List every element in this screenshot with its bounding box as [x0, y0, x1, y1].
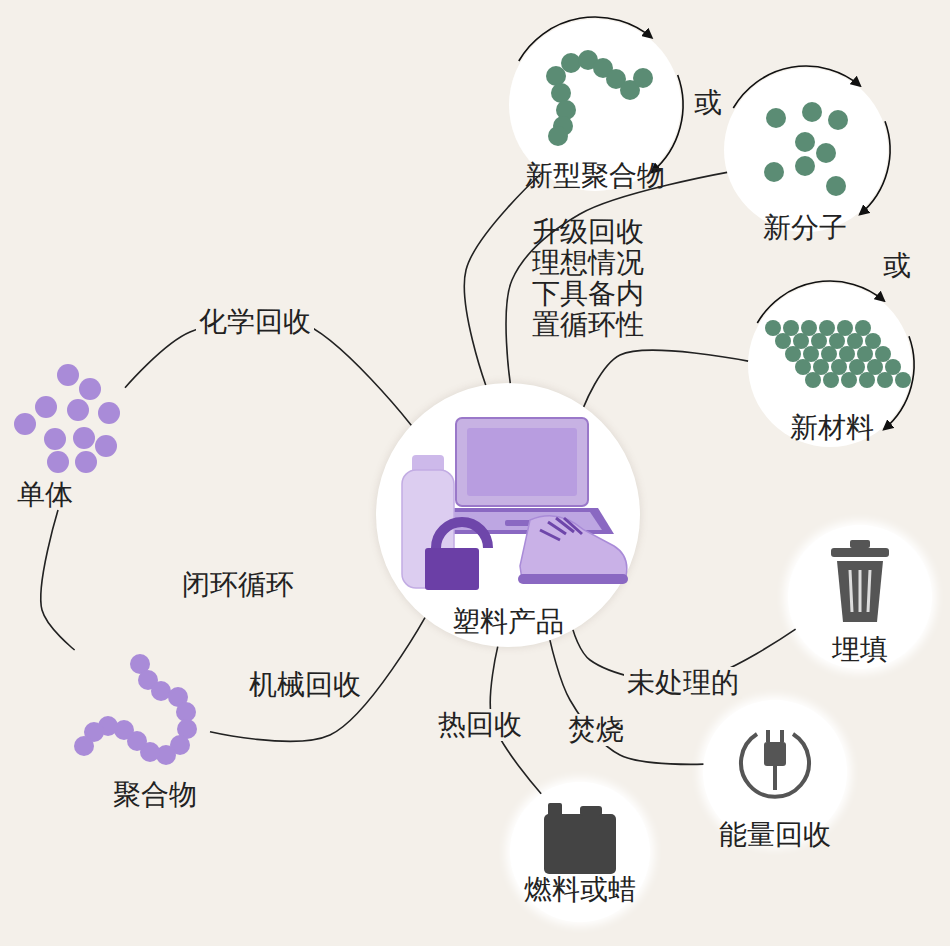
monomer-dots [47, 451, 69, 473]
node-label: 埋填 [740, 633, 950, 667]
polymer-chain [74, 736, 94, 756]
edge-label: 化学回收 [196, 306, 314, 338]
node-label: 聚合物 [35, 778, 275, 812]
polymer-chain [127, 731, 147, 751]
monomer-dots [79, 378, 101, 400]
connector-line [506, 172, 727, 383]
polymer-chain [168, 687, 188, 707]
edge-label: 焚烧 [565, 714, 627, 746]
connector-line [210, 618, 425, 742]
monomer-dots [67, 399, 89, 421]
connector-word: 或 [694, 87, 722, 119]
polymer-chain [114, 720, 134, 740]
product-circle: 新型聚合物 [509, 19, 681, 191]
polymer-chain [138, 670, 158, 690]
polymer-chain [156, 745, 176, 765]
product-circle: 新分子 [724, 68, 888, 232]
monomer-dots [95, 435, 117, 457]
outcome-circle: 能量回收 [703, 700, 847, 844]
polymer-chain [140, 742, 160, 762]
monomer-dots [75, 451, 97, 473]
product-circle: 新材料 [748, 283, 912, 447]
connector-line [464, 173, 542, 385]
polymer-chain [98, 716, 118, 736]
polymer-chain [74, 654, 197, 765]
node-label: 能量回收 [655, 818, 895, 852]
node-label: 单体 [0, 478, 165, 512]
node-label: 新型聚合物 [475, 159, 715, 193]
monomer-dots [57, 364, 79, 386]
monomer-dots [35, 396, 57, 418]
edge-label: 机械回收 [246, 669, 364, 701]
outcome-circle: 埋填 [788, 525, 932, 669]
outcome-circle: 燃料或蜡 [510, 782, 650, 922]
polymer-chain [176, 702, 196, 722]
connector-line [584, 350, 748, 407]
polymer-chain [130, 654, 150, 674]
monomer-group: 单体 [15, 360, 125, 510]
connector-line [41, 510, 75, 650]
center-circle: 塑料产品 [376, 383, 640, 647]
node-label: 塑料产品 [388, 605, 628, 639]
edge-label: 未处理的 [624, 667, 742, 699]
monomer-dots [44, 428, 66, 450]
monomer-dots [98, 402, 120, 424]
polymer-chain [177, 719, 197, 739]
polymer-chain [170, 735, 190, 755]
connector-word: 或 [883, 250, 911, 282]
monomer-dots [73, 427, 95, 449]
edge-label: 热回收 [435, 709, 525, 741]
monomer-dots [14, 413, 36, 435]
node-label: 燃料或蜡 [460, 873, 700, 907]
cycle-label: 闭环循环 [182, 569, 294, 601]
monomer-dots [14, 364, 120, 473]
connector-line [550, 640, 703, 764]
polymer-chain [151, 681, 171, 701]
annotation-note: 升级回收 理想情况 下具备内 置循环性 [526, 216, 649, 340]
polymer-group: 聚合物 [70, 650, 210, 810]
node-label: 新分子 [685, 211, 925, 245]
node-label: 新材料 [712, 411, 950, 445]
polymer-chain [84, 722, 104, 742]
